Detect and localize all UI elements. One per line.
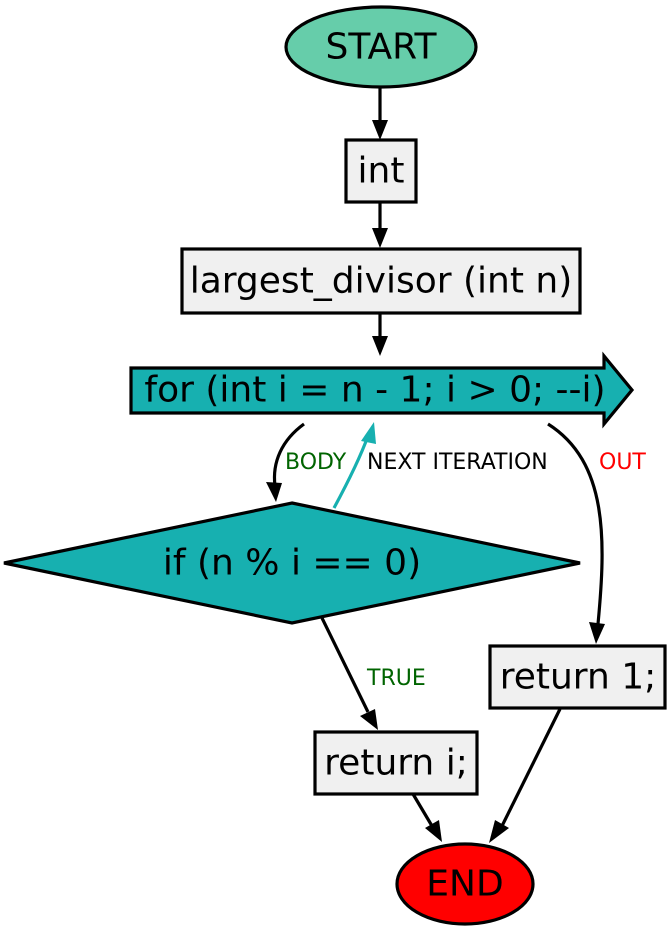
edge-loop-to-condition-body — [266, 422, 305, 502]
end-label: END — [426, 864, 503, 905]
if-condition-label: if (n % i == 0) — [163, 543, 421, 584]
edge-condition-to-loop-next — [332, 422, 376, 509]
edge-return-i-to-end — [411, 793, 442, 842]
return-type-node: int — [344, 138, 418, 204]
edge-loop-to-return-1-out — [547, 422, 605, 644]
for-loop-label: for (int i = n - 1; i > 0; --i) — [144, 370, 605, 411]
for-loop-node: for (int i = n - 1; i > 0; --i) — [129, 351, 635, 429]
return-1-node: return 1; — [488, 644, 667, 710]
edge-label-next-iteration: NEXT ITERATION — [367, 450, 548, 475]
edge-label-true: TRUE — [366, 666, 426, 691]
edge-return-1-to-end — [489, 708, 562, 843]
return-1-label: return 1; — [500, 657, 657, 698]
if-condition-node: if (n % i == 0) — [3, 501, 581, 625]
function-signature-label: largest_divisor (int n) — [190, 261, 573, 302]
start-label: START — [325, 27, 437, 68]
return-i-label: return i; — [324, 743, 468, 784]
edge-label-out: OUT — [599, 450, 646, 475]
edge-signature-to-loop — [372, 313, 388, 356]
edge-condition-to-return-i-true — [320, 617, 378, 730]
end-node: END — [395, 842, 535, 926]
function-signature-node: largest_divisor (int n) — [180, 247, 582, 315]
edge-start-to-int — [372, 86, 388, 140]
return-i-node: return i; — [313, 730, 479, 796]
edge-label-body: BODY — [285, 450, 347, 475]
edge-int-to-signature — [372, 202, 388, 248]
start-node: START — [284, 5, 478, 89]
return-type-label: int — [358, 151, 405, 192]
